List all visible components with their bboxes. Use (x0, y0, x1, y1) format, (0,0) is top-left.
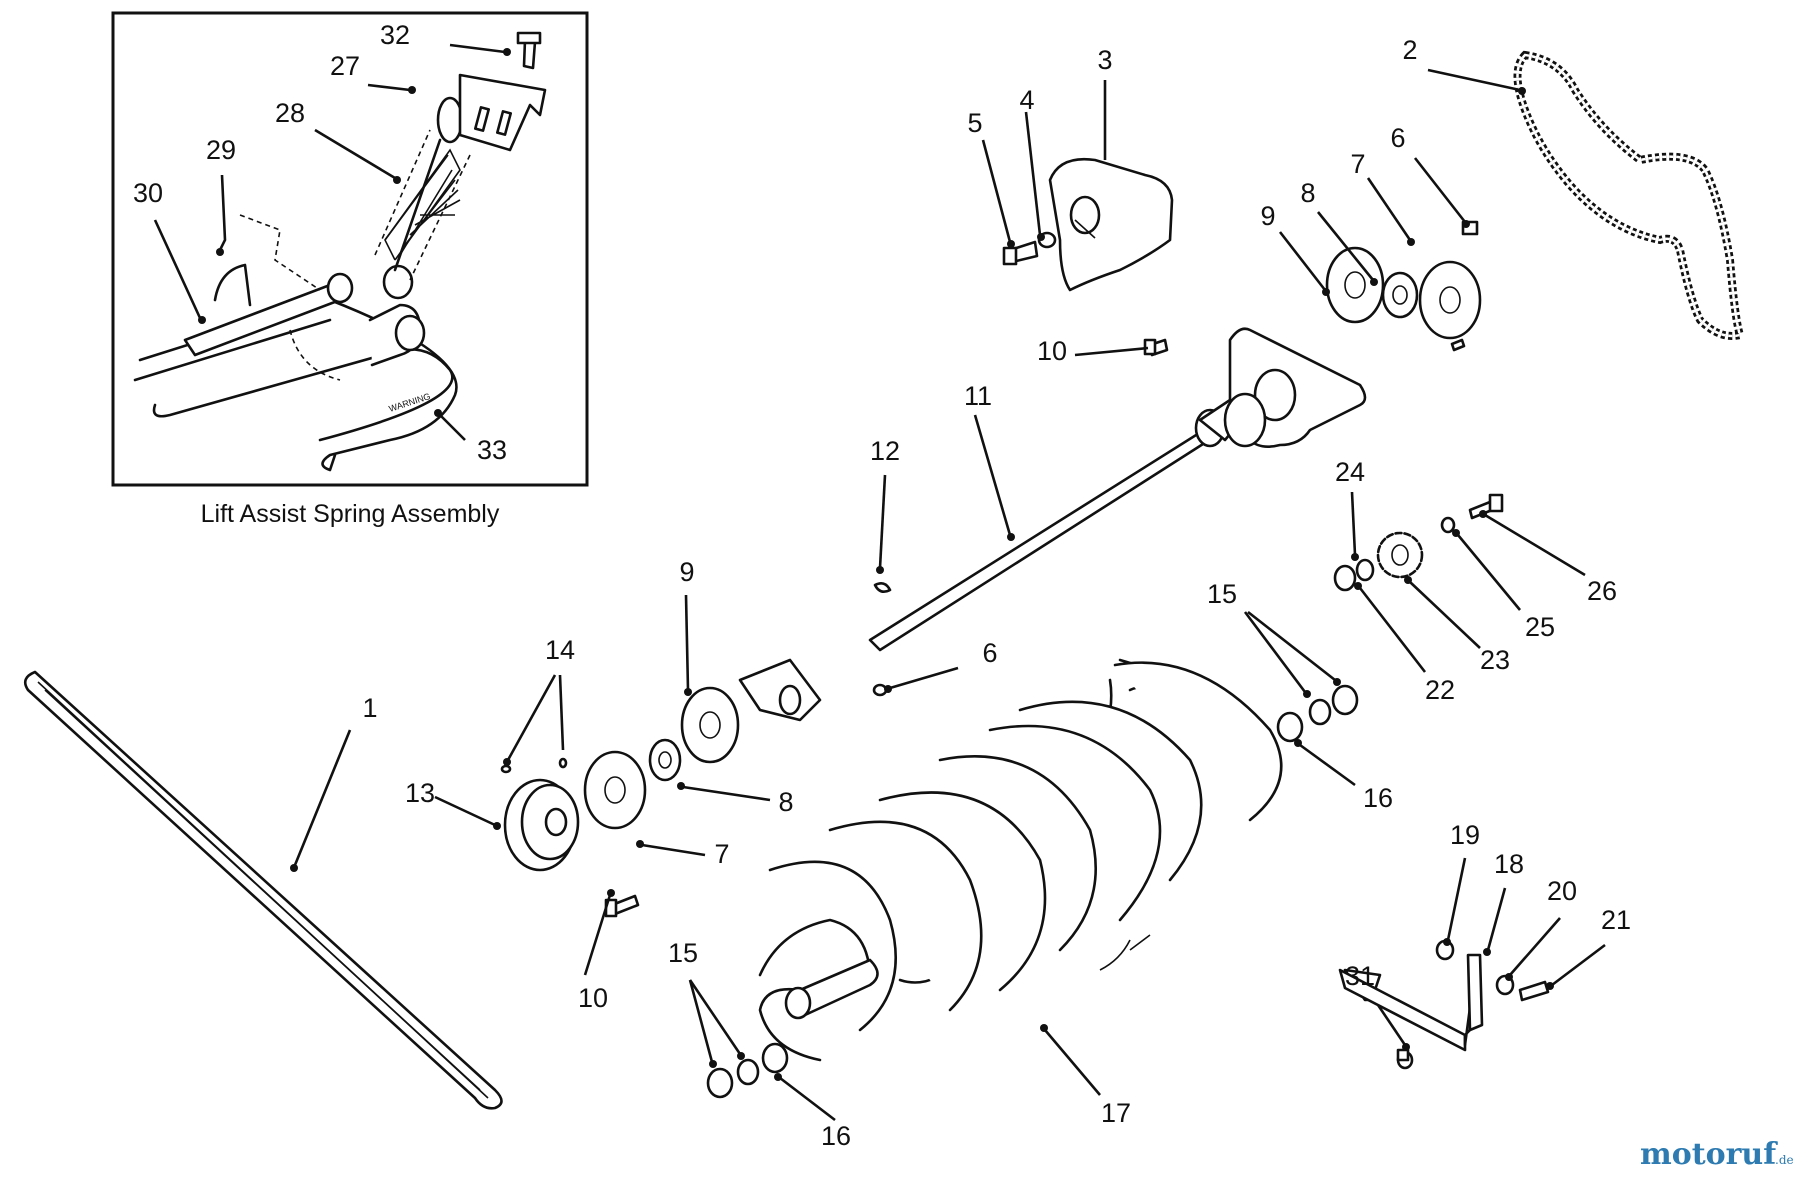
callout-15-right: 15 (1207, 579, 1237, 609)
callout-14: 14 (545, 635, 575, 665)
belt-drawing (23, 670, 503, 1110)
callout-31: 31 (1345, 961, 1375, 991)
callout-16-right: 16 (1363, 783, 1393, 813)
callout-8-left: 8 (778, 787, 793, 817)
callout-32: 32 (380, 20, 410, 50)
support-bracket-drawing (1338, 939, 1550, 1070)
callout-12: 12 (870, 436, 900, 466)
callout-9-top: 9 (1260, 201, 1275, 231)
inset-lift-assist: WARNING Lift Assist Spring Assembly (111, 11, 589, 528)
bearing-assembly-right-drawing (1325, 220, 1482, 352)
auger-drawing (758, 658, 1283, 1062)
callout-3: 3 (1097, 45, 1112, 75)
callout-7-left: 7 (714, 839, 729, 869)
callout-29: 29 (206, 135, 236, 165)
shaft-drawing (868, 392, 1267, 652)
watermark: motoruf .de (1640, 1137, 1794, 1172)
bearing-assembly-left-drawing (583, 686, 740, 830)
callout-20: 20 (1547, 876, 1577, 906)
callout-26: 26 (1587, 576, 1617, 606)
callout-1: 1 (362, 693, 377, 723)
callout-22: 22 (1425, 675, 1455, 705)
callout-21: 21 (1601, 905, 1631, 935)
pulley-13-drawing (503, 778, 580, 872)
callout-2: 2 (1402, 35, 1417, 65)
callout-5: 5 (967, 108, 982, 138)
callout-24: 24 (1335, 457, 1365, 487)
chain-drawing (1513, 50, 1746, 340)
callout-30: 30 (133, 178, 163, 208)
callout-8-top: 8 (1300, 178, 1315, 208)
leader-lines (153, 43, 1606, 1122)
callout-11: 11 (964, 381, 992, 411)
watermark-brand: motoruf (1640, 1137, 1778, 1172)
callout-6-mid: 6 (982, 638, 997, 668)
callout-15-left: 15 (668, 938, 698, 968)
sprocket-group-drawing (1333, 493, 1504, 592)
callout-9-left: 9 (679, 557, 694, 587)
callout-18: 18 (1494, 849, 1524, 879)
inset-caption: Lift Assist Spring Assembly (201, 500, 500, 528)
callout-10-top: 10 (1037, 336, 1067, 366)
key-12-drawing (873, 582, 892, 593)
callout-25: 25 (1525, 612, 1555, 642)
callout-6-top: 6 (1390, 123, 1405, 153)
callout-28: 28 (275, 98, 305, 128)
watermark-tld: .de (1775, 1153, 1794, 1167)
callout-4: 4 (1019, 85, 1034, 115)
callout-16-left: 16 (821, 1121, 851, 1151)
callout-7-top: 7 (1350, 149, 1365, 179)
callout-27: 27 (330, 51, 360, 81)
callouts: 32 27 28 29 30 33 1 2 3 4 5 6 7 8 9 10 1… (133, 20, 1631, 1151)
spring-drawing (374, 96, 471, 281)
callout-10-left: 10 (578, 983, 608, 1013)
callout-17: 17 (1101, 1098, 1131, 1128)
callout-23: 23 (1480, 645, 1510, 675)
callout-33: 33 (477, 435, 507, 465)
cover-drawing (1048, 157, 1174, 292)
callout-19: 19 (1450, 820, 1480, 850)
callout-13: 13 (405, 778, 435, 808)
